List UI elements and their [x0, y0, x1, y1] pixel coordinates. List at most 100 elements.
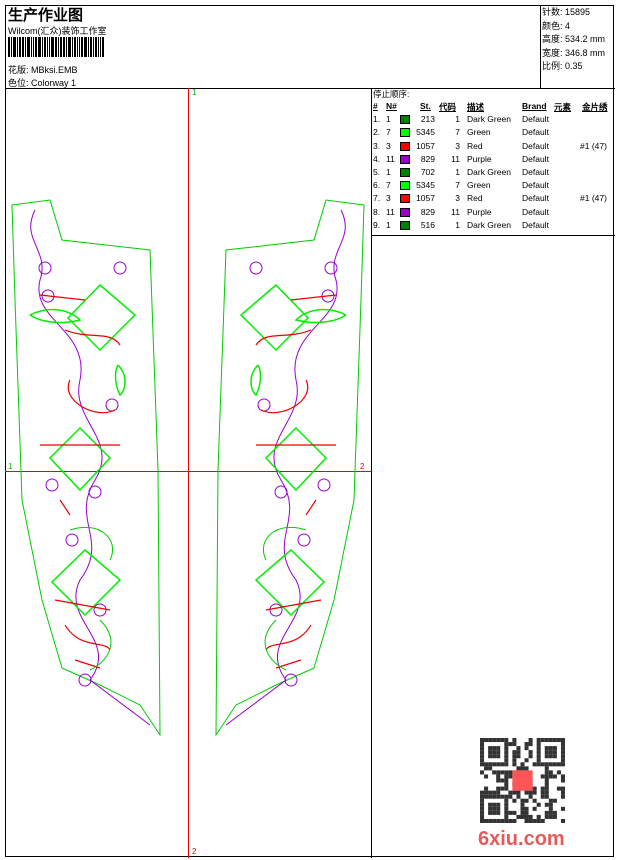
barcode-bar: [100, 37, 101, 57]
barcode-bar: [13, 37, 16, 57]
cell-n: 3: [386, 193, 391, 204]
barcode-bar: [31, 37, 32, 57]
cell-idx: 4.: [373, 153, 381, 164]
cell-brand: Default: [522, 180, 549, 191]
divider: [540, 5, 541, 88]
page-title: 生产作业图: [8, 7, 84, 24]
cell-code: 1: [455, 114, 460, 125]
barcode-bar: [33, 37, 34, 57]
embroidery-preview: [11, 199, 365, 736]
cell-n: 7: [386, 180, 391, 191]
cell-seq: #1 (47): [580, 140, 607, 151]
barcode-bar: [42, 37, 43, 57]
right-panel-design: [215, 199, 365, 736]
stat-label: 宽度:: [542, 47, 563, 58]
cell-n: 11: [386, 153, 395, 164]
cell-st: 1057: [416, 140, 435, 151]
cell-brand: Default: [522, 166, 549, 177]
cell-brand: Default: [522, 219, 549, 230]
cell-st: 829: [420, 153, 435, 164]
page-frame: [5, 5, 614, 857]
barcode-bar: [68, 37, 71, 57]
column-header: Brand: [522, 101, 547, 111]
design-file: 花版: MBksi.EMB: [8, 63, 78, 76]
cell-code: 1: [455, 219, 460, 230]
cell-n: 11: [386, 206, 395, 217]
barcode-bar: [55, 37, 57, 57]
color-swatch: [400, 194, 410, 204]
cell-desc: Red: [467, 193, 483, 204]
color-swatch: [400, 181, 410, 191]
stat-label: 颜色:: [542, 20, 563, 31]
cell-code: 3: [455, 140, 460, 151]
stat-row: 宽度: 346.8 mm: [542, 47, 605, 61]
barcode-bar: [102, 37, 104, 57]
barcode-bar: [58, 37, 59, 57]
cell-st: 829: [420, 206, 435, 217]
qr-code: [480, 738, 565, 823]
cell-code: 7: [455, 127, 460, 138]
colorway-value: Colorway 1: [31, 78, 77, 88]
color-swatch: [400, 128, 410, 138]
axis-label-top: 1: [192, 88, 197, 97]
barcode-bar: [38, 37, 41, 57]
cell-n: 1: [386, 114, 391, 125]
barcode-bar: [84, 37, 87, 57]
cell-brand: Default: [522, 114, 549, 125]
barcode-bar: [95, 37, 97, 57]
cell-code: 7: [455, 180, 460, 191]
color-swatch: [400, 207, 410, 217]
cell-idx: 3.: [373, 140, 381, 151]
stat-row: 高度: 534.2 mm: [542, 33, 605, 47]
cell-st: 213: [420, 114, 435, 125]
barcode-bar: [74, 37, 76, 57]
barcode-bar: [90, 37, 92, 57]
color-swatch: [400, 154, 410, 164]
column-header: #: [373, 101, 378, 111]
divider: [5, 88, 615, 89]
stat-label: 针数:: [542, 7, 563, 17]
cell-idx: 1.: [373, 114, 381, 125]
stat-value: 534.2 mm: [565, 34, 606, 44]
stat-value: 4: [565, 20, 571, 31]
cell-desc: Dark Green: [467, 114, 511, 125]
cell-st: 5345: [416, 180, 435, 191]
stamp-icon: [512, 770, 533, 791]
cell-st: 702: [420, 166, 435, 177]
barcode-bar: [60, 37, 62, 57]
cell-idx: 7.: [373, 193, 381, 204]
barcode-bar: [88, 37, 89, 57]
barcode-bar: [81, 37, 83, 57]
barcode-bar: [51, 37, 54, 57]
barcode-bar: [11, 37, 12, 57]
barcode-bar: [63, 37, 65, 57]
barcode-bar: [93, 37, 94, 57]
column-header: 元素: [554, 102, 572, 112]
column-header: St.: [420, 101, 431, 111]
axis-label-right: 2: [360, 462, 365, 471]
cell-n: 3: [386, 140, 391, 151]
stat-value: 0.35: [565, 61, 583, 71]
left-panel-design: [11, 199, 161, 736]
cell-code: 11: [451, 153, 460, 164]
cell-n: 7: [386, 127, 391, 138]
cell-seq: #1 (47): [580, 193, 607, 204]
cell-idx: 8.: [373, 206, 381, 217]
cell-brand: Default: [522, 140, 549, 151]
cell-code: 1: [455, 166, 460, 177]
column-header: 代码: [439, 102, 457, 112]
cell-desc: Dark Green: [467, 166, 511, 177]
barcode-bar: [35, 37, 37, 57]
column-header: N#: [386, 101, 397, 111]
barcode-bar: [77, 37, 78, 57]
